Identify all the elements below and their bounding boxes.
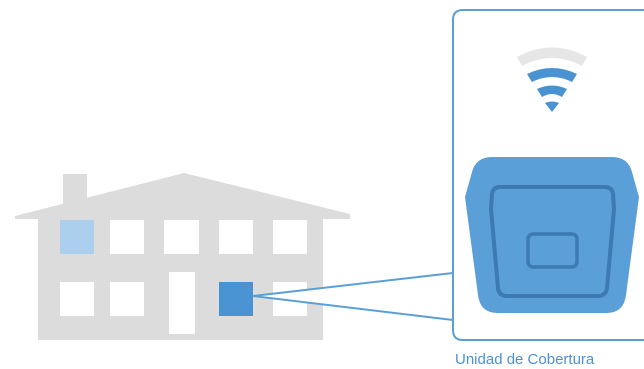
door — [169, 272, 195, 334]
window-coverage-unit — [219, 282, 253, 316]
window — [164, 220, 199, 254]
window — [60, 282, 94, 316]
window — [110, 282, 144, 316]
house — [15, 173, 350, 340]
coverage-unit-icon — [465, 157, 639, 313]
coverage-unit-label: Unidad de Cobertura — [455, 351, 594, 369]
window — [219, 220, 253, 254]
window — [110, 220, 144, 254]
window-lit — [60, 220, 94, 254]
window — [273, 220, 307, 254]
